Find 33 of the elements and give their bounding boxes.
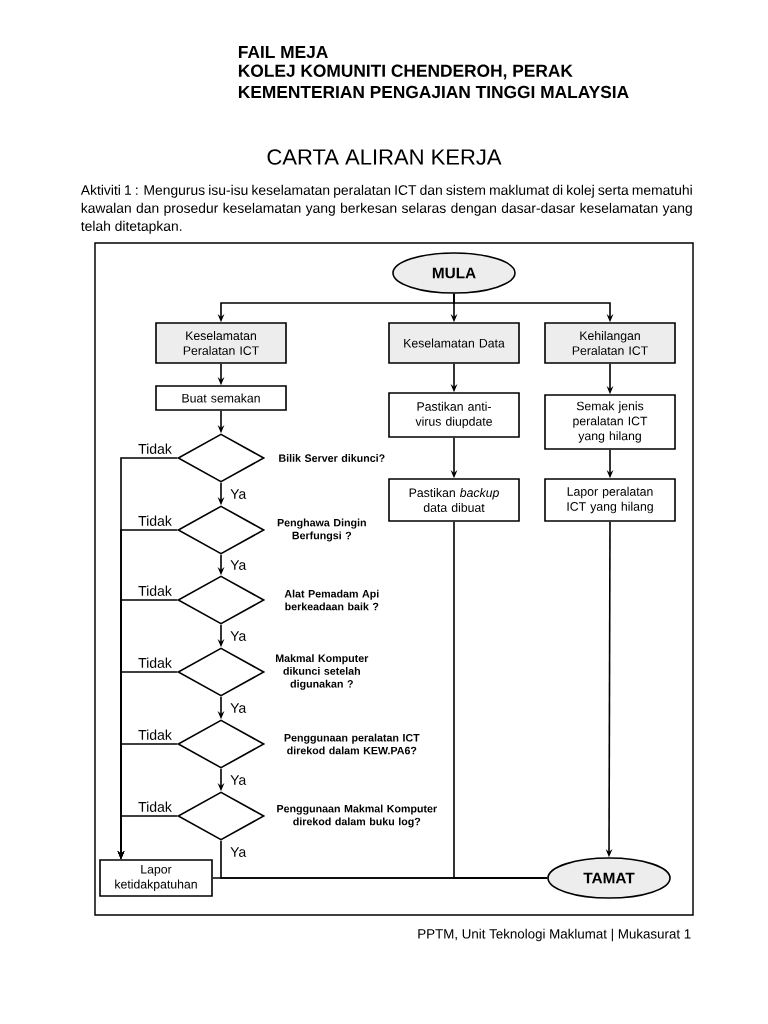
process-box: Pastikan anti-virus diupdate bbox=[388, 392, 520, 438]
edge-label: Tidak bbox=[138, 657, 172, 668]
question-text: Alat Pemadam Api berkeadaan baik ? bbox=[284, 589, 379, 611]
header-text: FAIL MEJA bbox=[238, 45, 328, 59]
edge-label: Tidak bbox=[138, 801, 172, 812]
process-box: Keselamatan Peralatan ICT bbox=[155, 322, 287, 364]
edge-label: Tidak bbox=[138, 729, 172, 740]
footer-text: PPTM, Unit Teknologi Maklumat | Mukasurat 1 bbox=[418, 928, 691, 942]
edge-label: Ya bbox=[230, 489, 247, 499]
header-text: KOLEJ KOMUNITI CHENDEROH, PERAK bbox=[238, 64, 573, 80]
edge-label: Ya bbox=[230, 847, 247, 857]
process-box: Lapor ketidakpatuhan bbox=[99, 859, 213, 897]
process-box: Semak jenis peralatan ICT yang hilang bbox=[544, 394, 676, 450]
question-text: Makmal Komputer dikunci setelah digunakan ? bbox=[276, 654, 369, 690]
question-text: Bilik Server dikunci? bbox=[279, 454, 385, 462]
header-text: KEMENTERIAN PENGAJIAN TINGGI MALAYSIA bbox=[238, 85, 629, 99]
process-box: Kehilangan Peralatan ICT bbox=[544, 322, 676, 364]
question-text: Penghawa Dingin Berfungsi ? bbox=[277, 518, 366, 542]
question-text: Penggunaan peralatan ICT direkod dalam KEW.PA6? bbox=[284, 733, 420, 755]
edge-label: Ya bbox=[230, 560, 247, 570]
edge-label: Tidak bbox=[138, 443, 172, 454]
process-box: Buat semakan bbox=[155, 385, 287, 411]
process-box: Keselamatan Data bbox=[388, 322, 520, 364]
process-box: Pastikan backup data dibuat bbox=[388, 478, 520, 522]
process-box: Lapor peralatan ICT yang hilang bbox=[544, 478, 676, 522]
edge-label: Ya bbox=[230, 631, 247, 641]
edge-label: Tidak bbox=[138, 515, 172, 526]
edge-label: Ya bbox=[230, 703, 247, 713]
question-text: Penggunaan Makmal Komputer direkod dalam buku log? bbox=[277, 804, 437, 828]
edge-label: Tidak bbox=[138, 585, 172, 596]
edge-label: Ya bbox=[230, 775, 247, 785]
title: CARTA ALIRAN KERJA bbox=[267, 149, 502, 165]
paragraph: Aktiviti 1 : Mengurus isu-isu keselamatan peralatan ICT dan sistem maklumat di kolej serta mematuhi kawalan dan prosedur keselamatan yang berkesan selaras dengan dasar-dasar keselamatan yang telah ditetapkan. bbox=[80, 184, 692, 234]
